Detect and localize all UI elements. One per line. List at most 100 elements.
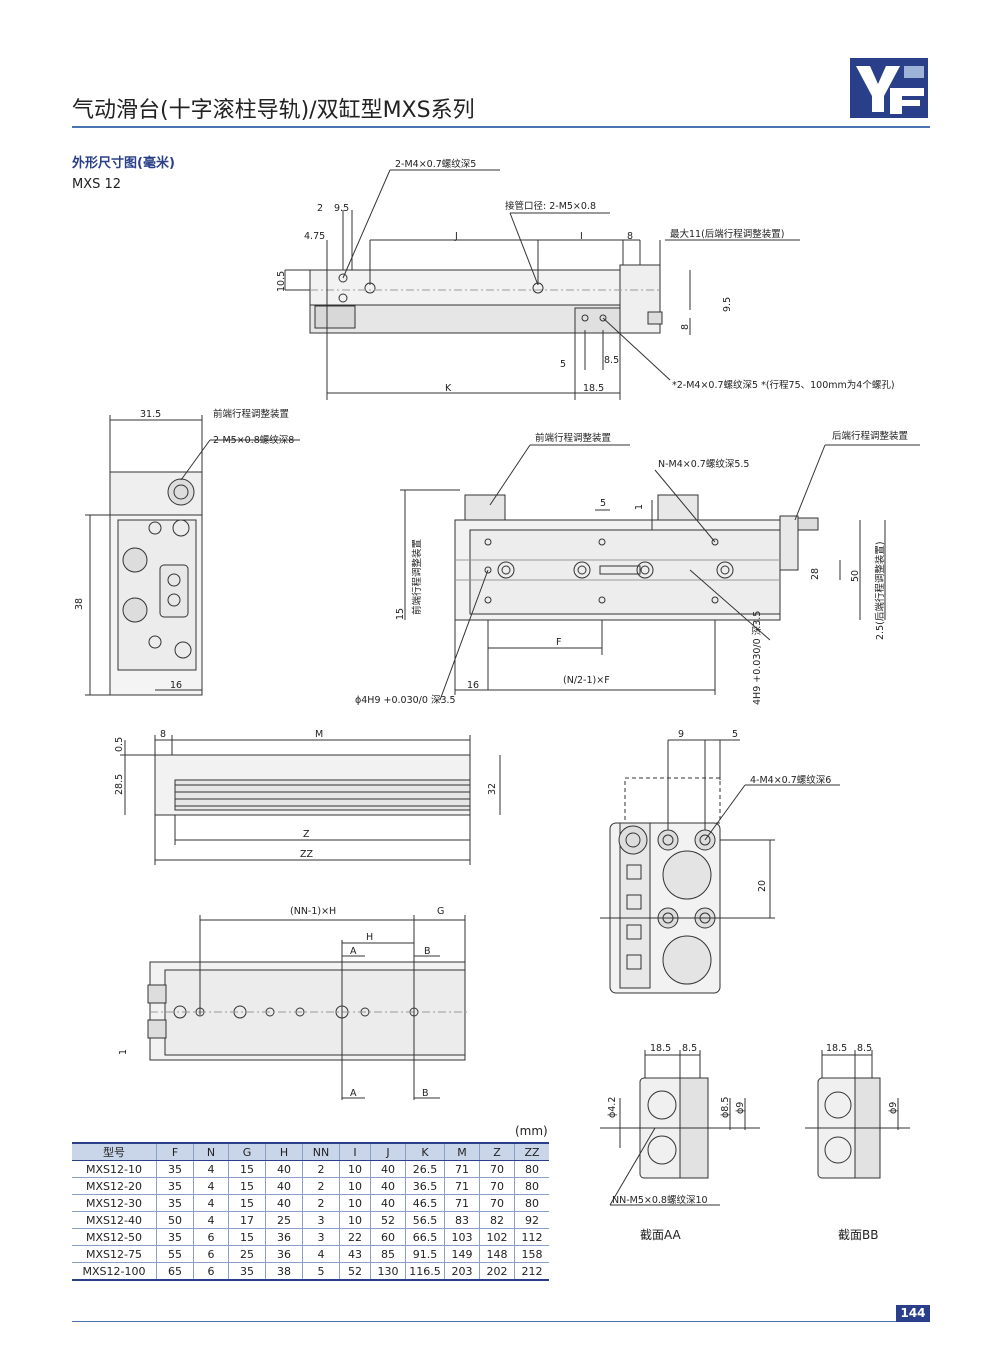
ev-dim-16: 16 bbox=[170, 680, 182, 691]
table-cell: 35 bbox=[156, 1194, 194, 1212]
side-view-drawing bbox=[120, 735, 501, 865]
table-cell: 25 bbox=[265, 1211, 303, 1229]
col-header: G bbox=[228, 1142, 266, 1161]
table-cell: 66.5 bbox=[405, 1228, 445, 1246]
table-cell: 112 bbox=[514, 1228, 549, 1246]
bb-dim-dia-9: ϕ9 bbox=[888, 1102, 899, 1114]
section-aa-caption: 截面AA bbox=[640, 1228, 682, 1242]
table-cell: 10 bbox=[339, 1160, 371, 1178]
table-cell: 70 bbox=[479, 1160, 515, 1178]
pv-dim-50: 50 bbox=[850, 570, 861, 582]
table-cell: 40 bbox=[370, 1160, 406, 1178]
bb-dim-18-5: 18.5 bbox=[826, 1043, 847, 1054]
end-view-drawing bbox=[85, 415, 300, 696]
table-cell: 40 bbox=[370, 1177, 406, 1195]
table-cell: 80 bbox=[514, 1177, 549, 1195]
table-cell: 202 bbox=[479, 1262, 515, 1281]
table-cell: 65 bbox=[156, 1262, 194, 1281]
table-unit: (mm) bbox=[515, 1124, 548, 1138]
tv-dim-18-5: 18.5 bbox=[583, 383, 604, 394]
bv-dim-1: 1 bbox=[118, 1049, 129, 1055]
yf-logo bbox=[850, 58, 928, 118]
table-cell: 55 bbox=[156, 1245, 194, 1263]
table-cell: 35 bbox=[228, 1262, 266, 1281]
table-cell: 6 bbox=[193, 1245, 229, 1263]
tv-dim-I: I bbox=[580, 231, 583, 242]
table-cell: 56.5 bbox=[405, 1211, 445, 1229]
pv-rear-adjust-label: 后端行程调整装置 bbox=[832, 430, 908, 442]
table-cell: 10 bbox=[339, 1194, 371, 1212]
pv-dim-5: 5 bbox=[600, 498, 606, 509]
table-cell: 91.5 bbox=[405, 1245, 445, 1263]
table-cell: 15 bbox=[228, 1194, 266, 1212]
bottom-view-drawing bbox=[147, 915, 470, 1100]
pv-dim-1: 1 bbox=[634, 504, 645, 510]
table-cell: 71 bbox=[444, 1177, 480, 1195]
table-cell: 3 bbox=[302, 1211, 340, 1229]
table-cell: 40 bbox=[265, 1160, 303, 1178]
table-cell: 82 bbox=[479, 1211, 515, 1229]
aa-dim-dia-9: ϕ9 bbox=[735, 1102, 746, 1114]
aa-thread-label: NN-M5×0.8螺纹深10 bbox=[612, 1194, 708, 1206]
section-bb-drawing bbox=[805, 1050, 910, 1179]
table-cell: 4 bbox=[193, 1211, 229, 1229]
ev2-thread-label: 4-M4×0.7螺纹深6 bbox=[750, 774, 831, 786]
table-cell: 92 bbox=[514, 1211, 549, 1229]
table-cell: 71 bbox=[444, 1194, 480, 1212]
pv-dim-nf: (N/2-1)×F bbox=[563, 675, 610, 686]
col-header: ZZ bbox=[514, 1142, 549, 1161]
pv-thread-label: N-M4×0.7螺纹深5.5 bbox=[658, 458, 749, 470]
table-cell: 36 bbox=[265, 1245, 303, 1263]
table-cell: 15 bbox=[228, 1228, 266, 1246]
page-title: 气动滑台(十字滚柱导轨)/双缸型MXS系列 bbox=[72, 98, 475, 123]
tv-dim-9-5: 9.5 bbox=[334, 203, 349, 214]
plan-view-drawing bbox=[400, 444, 920, 701]
aa-dim-8-5: 8.5 bbox=[682, 1043, 697, 1054]
table-cell: 10 bbox=[339, 1177, 371, 1195]
table-cell: 52 bbox=[339, 1262, 371, 1281]
table-cell: 15 bbox=[228, 1177, 266, 1195]
table-cell: 35 bbox=[156, 1160, 194, 1178]
table-cell: 149 bbox=[444, 1245, 480, 1263]
table-cell: 35 bbox=[156, 1177, 194, 1195]
page-number: 144 bbox=[896, 1305, 930, 1322]
table-cell: 2 bbox=[302, 1160, 340, 1178]
table-cell: 158 bbox=[514, 1245, 549, 1263]
col-header: K bbox=[405, 1142, 445, 1161]
pv-dim-F: F bbox=[556, 637, 561, 648]
table-header-row: 型号 F N G H NN I J K M Z ZZ bbox=[72, 1142, 549, 1161]
table-cell: 4 bbox=[193, 1177, 229, 1195]
tv-dim-2: 2 bbox=[317, 203, 323, 214]
col-header: J bbox=[370, 1142, 406, 1161]
table-cell: 212 bbox=[514, 1262, 549, 1281]
table-cell: 36.5 bbox=[405, 1177, 445, 1195]
aa-dim-dia-4-2: ϕ4.2 bbox=[607, 1097, 618, 1118]
table-cell: MXS12-75 bbox=[72, 1245, 157, 1263]
col-header: Z bbox=[479, 1142, 515, 1161]
table-cell: 85 bbox=[370, 1245, 406, 1263]
table-cell: 60 bbox=[370, 1228, 406, 1246]
table-cell: 4 bbox=[193, 1160, 229, 1178]
table-cell: 35 bbox=[156, 1228, 194, 1246]
table-cell: 6 bbox=[193, 1262, 229, 1281]
tv-dim-8: 8 bbox=[627, 231, 633, 242]
col-header: N bbox=[193, 1142, 229, 1161]
table-cell: 43 bbox=[339, 1245, 371, 1263]
table-cell: 203 bbox=[444, 1262, 480, 1281]
tv-dim-9-5-right: 9.5 bbox=[722, 297, 733, 312]
table-cell: 116.5 bbox=[405, 1262, 445, 1281]
table-cell: 6 bbox=[193, 1228, 229, 1246]
table-cell: 40 bbox=[265, 1194, 303, 1212]
table-cell: 102 bbox=[479, 1228, 515, 1246]
table-cell: 15 bbox=[228, 1160, 266, 1178]
col-header: NN bbox=[302, 1142, 340, 1161]
model-label: MXS 12 bbox=[72, 177, 122, 192]
bv-section-B-bottom: B bbox=[422, 1088, 429, 1099]
table-cell: MXS12-10 bbox=[72, 1160, 157, 1178]
